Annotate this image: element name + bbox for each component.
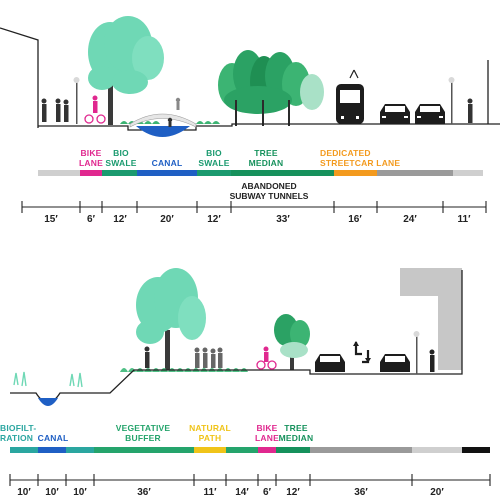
label-top-tree-median: TREE MEDIAN bbox=[248, 148, 284, 168]
note-abandoned-subway-tunnels: ABANDONED SUBWAY TUNNELS bbox=[229, 181, 309, 201]
dim-bottom-3: 10′ bbox=[73, 487, 87, 498]
bottom-vegetation bbox=[13, 268, 310, 388]
top-car-1 bbox=[380, 104, 410, 124]
dim-bottom-9: 36′ bbox=[354, 487, 368, 498]
dim-bottom-1: 10′ bbox=[17, 487, 31, 498]
bottom-color-band bbox=[10, 447, 490, 453]
top-dimension-line bbox=[21, 201, 487, 213]
label-bottom-natural-path: NATURAL PATH bbox=[189, 423, 231, 443]
top-bridge bbox=[129, 113, 197, 128]
label-top-bio-swale-2: BIO SWALE bbox=[198, 148, 230, 168]
top-color-band bbox=[38, 170, 483, 176]
top-car-2 bbox=[415, 104, 445, 124]
dim-bottom-2: 10′ bbox=[45, 487, 59, 498]
label-top-canal: CANAL bbox=[151, 158, 183, 168]
bottom-pedestrians bbox=[144, 346, 435, 372]
bottom-car-2 bbox=[380, 354, 410, 372]
dim-bottom-7: 6′ bbox=[263, 487, 271, 498]
label-bottom-tree-median: TREE MEDIAN bbox=[278, 423, 314, 443]
dim-bottom-4: 36′ bbox=[137, 487, 151, 498]
top-street-lamp-left bbox=[73, 77, 80, 124]
dim-top-7: 16′ bbox=[348, 214, 362, 225]
bottom-dimension-line bbox=[9, 474, 491, 486]
dim-top-8: 24′ bbox=[403, 214, 417, 225]
dim-bottom-6: 14′ bbox=[235, 487, 249, 498]
label-bottom-biofiltration: BIOFILT- RATION bbox=[0, 423, 37, 443]
dim-bottom-10: 20′ bbox=[430, 487, 444, 498]
dim-top-2: 6′ bbox=[87, 214, 95, 225]
bottom-street-lamp bbox=[413, 331, 420, 374]
label-top-bike-lane: BIKE LANE bbox=[79, 148, 103, 168]
bottom-cyclist bbox=[256, 346, 277, 370]
dim-top-6: 33′ bbox=[276, 214, 290, 225]
dim-top-4: 20′ bbox=[160, 214, 174, 225]
top-street-lamp-right bbox=[448, 77, 455, 124]
bottom-car-1 bbox=[315, 354, 345, 372]
bottom-canal-water bbox=[38, 398, 58, 406]
dim-top-9: 11′ bbox=[457, 214, 471, 225]
top-vegetation bbox=[88, 16, 324, 126]
label-bottom-vegetative-buffer: VEGETATIVE BUFFER bbox=[115, 423, 171, 443]
top-pedestrians bbox=[41, 97, 473, 127]
label-top-streetcar-lane: DEDICATED STREETCAR LANE bbox=[320, 148, 401, 168]
dim-top-1: 15′ bbox=[44, 214, 58, 225]
label-bottom-bike-lane: BIKE LANE bbox=[255, 423, 279, 443]
bottom-section bbox=[9, 268, 491, 486]
top-section bbox=[0, 16, 500, 213]
dim-top-3: 12′ bbox=[113, 214, 127, 225]
top-streetcar bbox=[336, 69, 364, 124]
bottom-ground-line bbox=[10, 270, 463, 404]
left-building-outline bbox=[0, 27, 39, 128]
top-canal-water bbox=[136, 126, 190, 137]
label-top-bio-swale-1: BIO SWALE bbox=[105, 148, 137, 168]
dim-bottom-8: 12′ bbox=[286, 487, 300, 498]
top-cyclist bbox=[84, 95, 106, 124]
dim-top-5: 12′ bbox=[207, 214, 221, 225]
label-bottom-canal: CANAL bbox=[37, 433, 69, 443]
two-way-arrows-icon bbox=[353, 341, 371, 364]
dim-bottom-5: 11′ bbox=[203, 487, 217, 498]
top-ground-line bbox=[38, 123, 500, 131]
